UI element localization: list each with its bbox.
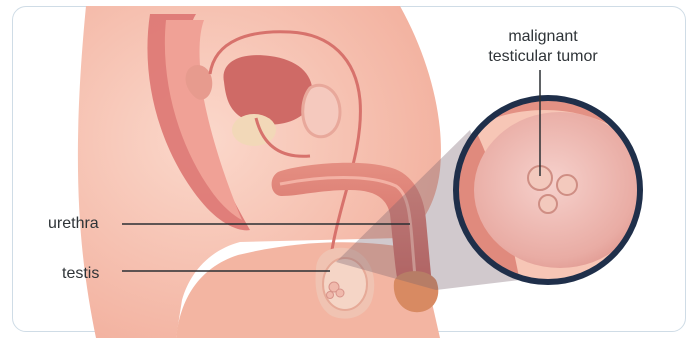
tumor-label-line2: testicular tumor: [470, 47, 616, 67]
tumor-nodule: [557, 175, 577, 195]
tumor-nodule: [539, 195, 557, 213]
pubic-bone: [303, 85, 340, 136]
urethra-label: urethra: [48, 214, 99, 234]
small-tumor: [327, 292, 334, 299]
testis-label: testis: [62, 264, 99, 284]
tumor-label: malignant testicular tumor: [470, 27, 616, 67]
prostate: [232, 114, 276, 146]
small-tumor: [336, 289, 344, 297]
tumor-label-line1: malignant: [470, 27, 616, 47]
